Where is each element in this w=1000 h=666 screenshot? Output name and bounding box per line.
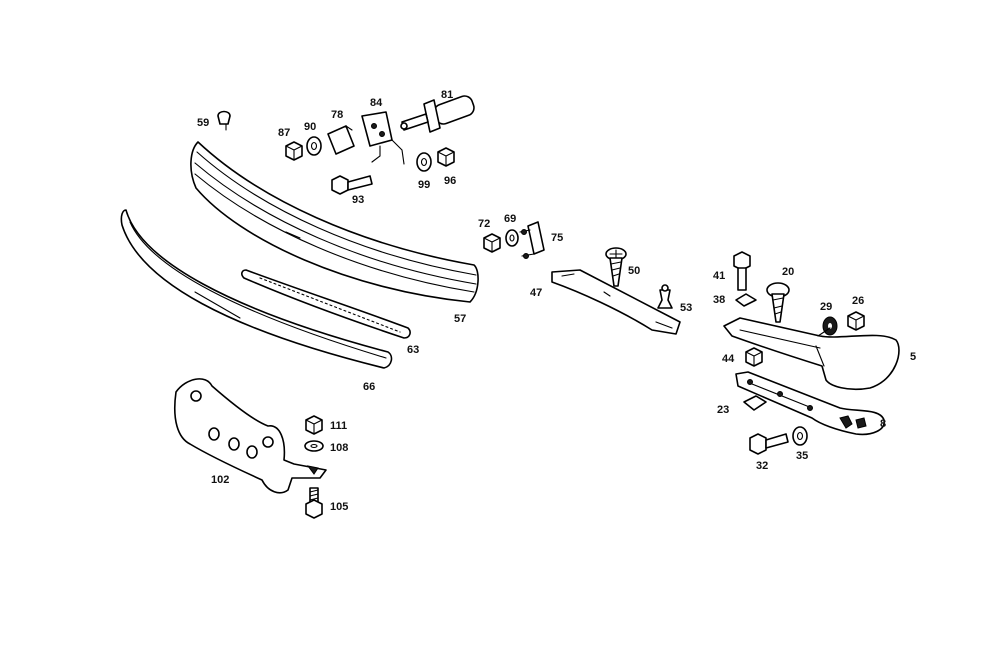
label-8: 8 [880,418,886,430]
label-87: 87 [278,127,290,139]
label-75: 75 [551,232,563,244]
part-108-washer [304,440,324,452]
part-5-side-bracket [723,317,900,391]
label-38: 38 [713,294,725,306]
label-35: 35 [796,450,808,462]
label-41: 41 [713,270,725,282]
part-44-nut [745,347,763,367]
label-93: 93 [352,194,364,206]
part-8-lower-bracket [735,371,885,436]
leader-lines [225,123,831,337]
label-59: 59 [197,117,209,129]
label-81: 81 [441,89,453,101]
part-57-bumper-bar [190,141,479,303]
part-69-washer [505,229,519,247]
part-41-bolt [733,251,751,291]
label-29: 29 [820,301,832,313]
label-23: 23 [717,404,729,416]
part-102-mounting-plate [174,378,327,494]
label-47: 47 [530,287,542,299]
part-81-buffer [400,95,475,133]
part-50-screw [605,247,627,287]
part-53-plug [657,284,673,309]
label-50: 50 [628,265,640,277]
part-75-small-bracket [519,221,545,259]
part-87-nut [285,141,303,161]
label-57: 57 [454,313,466,325]
part-84-bracket [361,111,405,165]
part-26-nut [847,311,865,331]
label-99: 99 [418,179,430,191]
label-5: 5 [910,351,916,363]
label-53: 53 [680,302,692,314]
label-26: 26 [852,295,864,307]
label-90: 90 [304,121,316,133]
part-90-washer [306,136,322,156]
label-111: 111 [330,420,347,432]
label-105: 105 [330,501,348,513]
part-99-washer [416,152,432,172]
label-102: 102 [211,474,229,486]
part-72-nut [483,233,501,253]
part-93-bolt [331,175,373,195]
part-29-washer [822,316,838,336]
part-23-clip [743,395,767,411]
part-111-nut [305,415,323,435]
label-78: 78 [331,109,343,121]
part-63-insert-strip [241,269,411,339]
label-69: 69 [504,213,516,225]
part-66-lower-strip [120,209,393,369]
part-35-washer [792,426,808,446]
part-105-bolt [305,487,323,519]
label-96: 96 [444,175,456,187]
part-59-clip [217,110,231,125]
part-78-rubber-block [327,125,355,155]
label-84: 84 [370,97,383,109]
label-32: 32 [756,460,768,472]
label-63: 63 [407,344,419,356]
part-32-bolt [749,433,789,455]
label-72: 72 [478,218,490,230]
part-96-nut [437,147,455,167]
part-38-clip [735,293,757,307]
part-labels: 59 87 90 78 84 81 93 99 96 72 69 75 50 4… [197,89,916,513]
label-44: 44 [722,353,735,365]
part-20-screw [766,282,790,323]
part-47-mounting-rail [551,269,681,335]
label-108: 108 [330,442,348,454]
label-66: 66 [363,381,375,393]
label-20: 20 [782,266,794,278]
